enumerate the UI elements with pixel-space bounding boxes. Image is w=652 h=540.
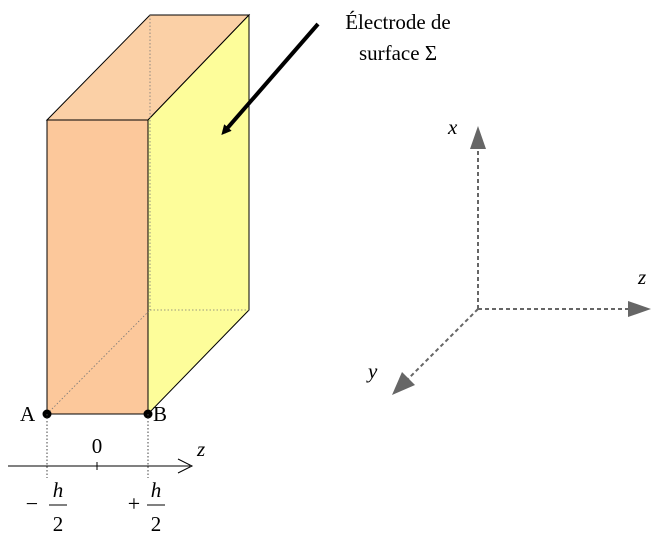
plus-sign: + [128, 491, 140, 516]
point-a-label: A [20, 402, 36, 426]
triad-y-label: y [366, 359, 378, 383]
minus-fraction-numerator: h [53, 478, 64, 502]
point-b-label: B [153, 402, 167, 426]
plus-fraction-numerator: h [151, 478, 162, 502]
minus-fraction-denominator: 2 [53, 512, 64, 536]
electrode-label-line2: surface Σ [359, 41, 437, 65]
box-front-face [46, 119, 149, 415]
triad-y-axis [407, 308, 479, 380]
electrode-label-line1: Électrode de [345, 10, 451, 34]
bottom-axis-arrowhead [177, 458, 194, 474]
triad-z-label: z [637, 265, 646, 289]
coordinate-triad: x z y [366, 115, 651, 395]
triad-y-arrowhead [392, 372, 415, 395]
electrode-pointer-arrow [221, 22, 320, 136]
minus-sign: − [26, 491, 38, 516]
origin-label: 0 [92, 434, 103, 458]
triad-z-arrowhead [628, 301, 651, 317]
bottom-axis-label: z [196, 437, 205, 461]
triad-x-arrowhead [470, 126, 486, 149]
plus-fraction-denominator: 2 [151, 512, 162, 536]
triad-x-label: x [447, 115, 458, 139]
